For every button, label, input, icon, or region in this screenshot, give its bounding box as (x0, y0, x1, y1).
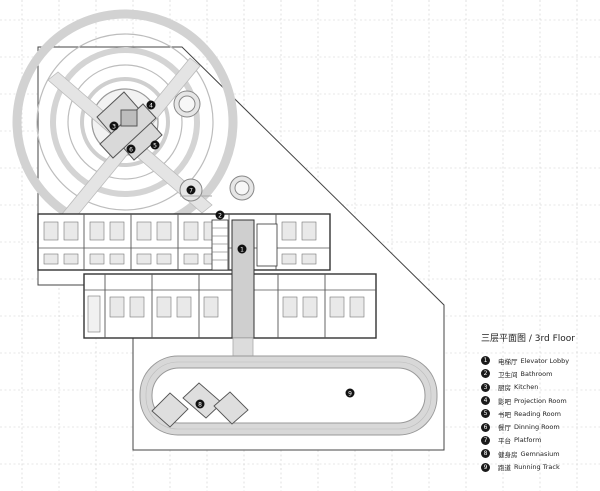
legend-label-en: Elevator Lobby (520, 356, 570, 365)
legend: 三层平面图 / 3rd Floor 1 电梯厅 Elevator Lobby 2… (481, 331, 597, 474)
legend-item: 6 餐厅 Dinning Room (481, 420, 597, 433)
legend-number: 1 (481, 356, 490, 366)
legend-item: 7 平台 Platform (481, 434, 597, 447)
marker-4-label: 4 (149, 102, 153, 109)
legend-label-zh: 电梯厅 (498, 357, 518, 366)
marker-elevator-lobby: 1 (237, 244, 247, 254)
legend-number: 3 (481, 382, 490, 392)
core (211, 219, 278, 339)
marker-2-label: 2 (218, 212, 222, 219)
marker-platform: 7 (186, 185, 196, 195)
legend-item: 4 影吧 Projection Room (481, 394, 597, 407)
legend-number: 9 (481, 462, 490, 472)
marker-bathroom: 2 (215, 210, 225, 220)
legend-item: 1 电梯厅 Elevator Lobby (481, 354, 597, 367)
room-markers: 1 2 3 4 5 6 7 8 (109, 100, 355, 409)
legend-number: 2 (481, 369, 490, 379)
legend-label-zh: 跑道 (498, 464, 511, 473)
legend-item: 9 跑道 Running Track (481, 460, 597, 473)
marker-kitchen: 3 (109, 121, 119, 131)
legend-number: 6 (481, 422, 490, 432)
marker-1-label: 1 (240, 246, 244, 253)
dinning-pods (151, 382, 249, 428)
legend-items: 1 电梯厅 Elevator Lobby 2 卫生间 Bathroom 3 厨房… (481, 354, 597, 474)
legend-number: 4 (481, 396, 490, 406)
legend-number: 8 (481, 449, 490, 459)
legend-label-zh: 卫生间 (498, 370, 518, 379)
legend-label-zh: 厨房 (498, 384, 511, 393)
marker-gymnasium: 8 (195, 399, 205, 409)
legend-label-en: Reading Room (514, 409, 561, 418)
legend-title: 三层平面图 / 3rd Floor (481, 334, 575, 344)
legend-item: 8 健身房 Gemnasium (481, 447, 597, 460)
central-pavilion (96, 91, 163, 161)
legend-number: 7 (481, 435, 490, 445)
legend-item: 2 卫生间 Bathroom (481, 367, 597, 380)
marker-5-label: 5 (153, 142, 157, 149)
marker-9-label: 9 (348, 390, 352, 397)
legend-label-en: Gemnasium (520, 449, 560, 458)
legend-label-en: Running Track (514, 463, 560, 472)
marker-reading-room: 5 (150, 140, 160, 150)
legend-label-zh: 影吧 (498, 397, 511, 406)
marker-7-label: 7 (189, 187, 193, 194)
marker-6-label: 6 (129, 146, 133, 153)
marker-dinning-room: 6 (126, 144, 136, 154)
marker-3-label: 3 (112, 123, 116, 130)
legend-label-en: Kitchen (514, 383, 539, 392)
legend-label-en: Dinning Room (514, 423, 560, 432)
legend-item: 3 厨房 Kitchen (481, 381, 597, 394)
legend-label-zh: 平台 (498, 437, 511, 446)
lower-wing (83, 273, 377, 339)
legend-label-zh: 餐厅 (498, 424, 511, 433)
legend-label-zh: 健身房 (498, 450, 518, 459)
marker-8-label: 8 (198, 401, 202, 408)
legend-label-en: Platform (514, 436, 542, 445)
marker-running-track: 9 (345, 388, 355, 398)
legend-label-zh: 书吧 (498, 410, 511, 419)
legend-label-en: Projection Room (514, 396, 567, 405)
legend-number: 5 (481, 409, 490, 419)
legend-item: 5 书吧 Reading Room (481, 407, 597, 420)
legend-label-en: Bathroom (520, 369, 553, 378)
running-track-shape (139, 355, 438, 436)
upper-wing (37, 213, 331, 271)
round-platforms (173, 90, 255, 202)
marker-projection-room: 4 (146, 100, 156, 110)
